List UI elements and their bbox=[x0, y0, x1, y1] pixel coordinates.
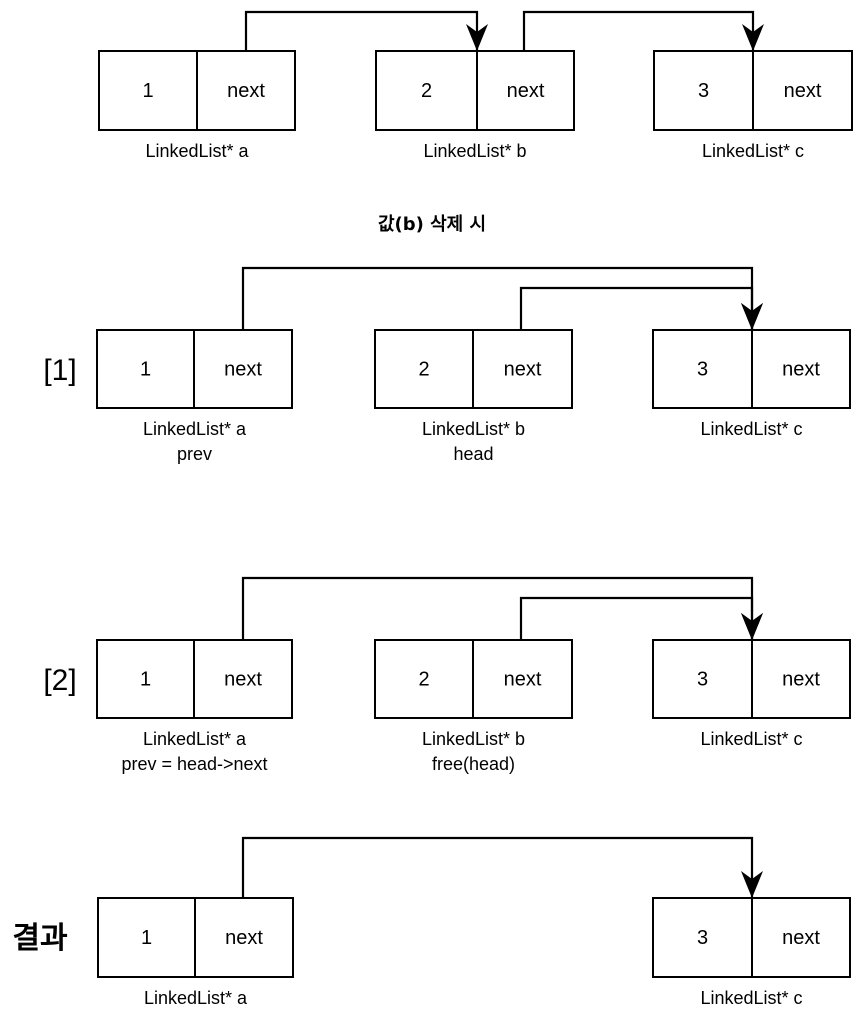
step-label-result: 결과 bbox=[12, 921, 68, 956]
arrow-head-pointer-b-to-c bbox=[741, 613, 763, 640]
node-caption: LinkedList* b bbox=[422, 419, 525, 439]
pointer-line-pointer-a-to-c bbox=[241, 836, 754, 898]
node-value: 3 bbox=[698, 80, 709, 102]
node-caption: LinkedList* b bbox=[423, 141, 526, 161]
node-value: 2 bbox=[421, 80, 432, 102]
section-title: 값(b) 삭제 시 bbox=[378, 214, 486, 235]
arrow-head-pointer-a-to-c bbox=[741, 871, 763, 898]
node-next-label: next bbox=[782, 668, 820, 690]
node-caption: prev bbox=[177, 444, 212, 464]
node-value: 2 bbox=[418, 668, 429, 690]
node-value: 3 bbox=[697, 358, 708, 380]
pointer-line-pointer-a-to-b bbox=[244, 10, 479, 51]
pointer-line-pointer-b-to-c bbox=[522, 10, 755, 51]
node-next-label: next bbox=[504, 668, 542, 690]
node-caption: LinkedList* a bbox=[143, 729, 247, 749]
node-next-label: next bbox=[225, 927, 263, 949]
pointer-line-pointer-b-to-c bbox=[519, 286, 754, 330]
node-caption: LinkedList* c bbox=[700, 729, 802, 749]
node-caption: head bbox=[453, 444, 493, 464]
node-next-label: next bbox=[782, 358, 820, 380]
step-label-step-1: [1] bbox=[43, 354, 76, 387]
arrow-head-pointer-b-to-c bbox=[742, 24, 764, 51]
node-value: 2 bbox=[418, 358, 429, 380]
node-caption: LinkedList* b bbox=[422, 729, 525, 749]
node-next-label: next bbox=[224, 358, 262, 380]
node-next-label: next bbox=[782, 927, 820, 949]
node-caption: prev = head->next bbox=[121, 754, 267, 774]
pointer-line-pointer-b-to-c bbox=[519, 596, 754, 640]
node-next-label: next bbox=[504, 358, 542, 380]
node-value: 3 bbox=[697, 927, 708, 949]
arrow-head-pointer-a-to-b bbox=[466, 24, 488, 51]
node-next-label: next bbox=[784, 80, 822, 102]
node-value: 1 bbox=[140, 358, 151, 380]
node-caption: LinkedList* c bbox=[702, 141, 804, 161]
node-caption: LinkedList* a bbox=[143, 419, 247, 439]
node-value: 1 bbox=[140, 668, 151, 690]
node-caption: free(head) bbox=[432, 754, 515, 774]
pointer-line-pointer-a-to-c bbox=[241, 266, 754, 330]
node-caption: LinkedList* a bbox=[144, 988, 248, 1008]
node-value: 1 bbox=[141, 927, 152, 949]
node-value: 1 bbox=[142, 80, 153, 102]
node-caption: LinkedList* a bbox=[145, 141, 249, 161]
node-next-label: next bbox=[224, 668, 262, 690]
node-value: 3 bbox=[697, 668, 708, 690]
node-box bbox=[375, 50, 575, 131]
node-caption: LinkedList* c bbox=[700, 988, 802, 1008]
node-next-label: next bbox=[507, 80, 545, 102]
arrow-head-pointer-b-to-c bbox=[741, 303, 763, 330]
pointer-line-pointer-a-to-c bbox=[241, 576, 754, 640]
node-caption: LinkedList* c bbox=[700, 419, 802, 439]
node-next-label: next bbox=[227, 80, 265, 102]
step-label-step-2: [2] bbox=[43, 664, 76, 697]
